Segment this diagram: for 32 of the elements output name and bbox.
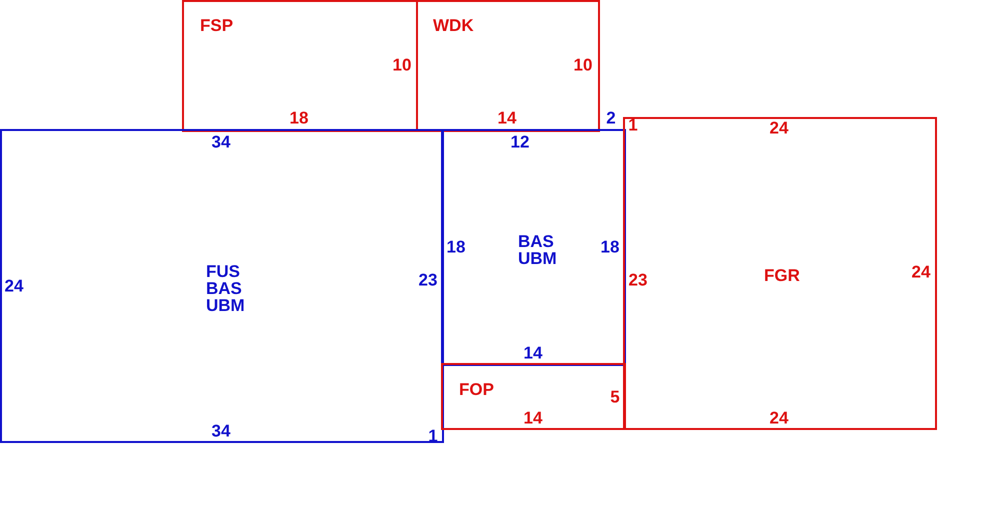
room-outline bbox=[416, 0, 600, 132]
dimension-label: 24 bbox=[912, 264, 930, 280]
dimension-label: 18 bbox=[290, 110, 308, 126]
room-label: FSP bbox=[200, 17, 234, 34]
room-outline bbox=[441, 363, 626, 430]
dimension-label: 10 bbox=[392, 56, 412, 74]
dimension-label: 14 bbox=[524, 410, 542, 426]
dimension-label: 24 bbox=[770, 410, 788, 426]
room-outline bbox=[0, 129, 444, 443]
dimension-label: 14 bbox=[524, 344, 542, 362]
dimension-label: 24 bbox=[4, 278, 24, 294]
dimension-label: 1 bbox=[628, 116, 638, 134]
dimension-label: 12 bbox=[510, 134, 530, 150]
room-label: WDK bbox=[433, 17, 475, 34]
room-label: FOP bbox=[459, 381, 495, 398]
dimension-label: 34 bbox=[212, 134, 230, 150]
room-outline bbox=[441, 129, 626, 366]
dimension-label: 34 bbox=[212, 422, 230, 440]
dimension-label: 2 bbox=[606, 110, 616, 126]
dimension-label: 24 bbox=[770, 120, 788, 136]
room-outline bbox=[182, 0, 418, 132]
dimension-label: 18 bbox=[600, 238, 620, 256]
dimension-label: 10 bbox=[574, 56, 592, 74]
room-label: FUS BAS UBM bbox=[206, 263, 246, 314]
dimension-label: 5 bbox=[610, 388, 620, 406]
room-label: FGR bbox=[764, 267, 801, 284]
room-label: BAS UBM bbox=[518, 233, 558, 267]
dimension-label: 18 bbox=[446, 238, 466, 256]
room-outline bbox=[623, 117, 937, 430]
dimension-label: 14 bbox=[498, 110, 516, 126]
dimension-label: 23 bbox=[628, 272, 648, 288]
dimension-label: 23 bbox=[418, 272, 438, 288]
